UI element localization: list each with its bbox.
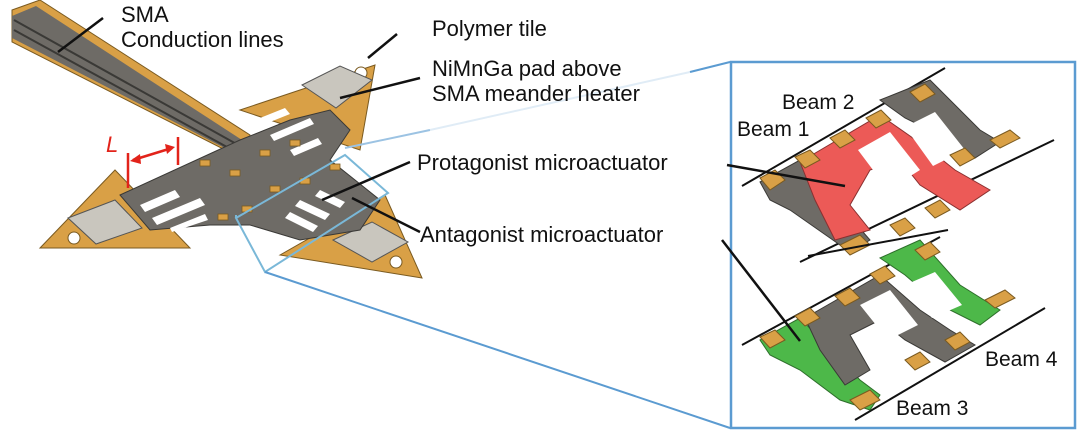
inset-antagonist-segment	[741, 229, 1046, 421]
leader-polymer-tile	[367, 33, 398, 59]
leader-inset-antagonist	[721, 239, 801, 342]
label-beam-2: Beam 2	[782, 91, 855, 114]
zoom-region-box	[234, 153, 390, 274]
label-antagonist-microactuator: Antagonist microactuator	[420, 222, 664, 247]
inset-panel	[721, 60, 1077, 430]
leader-antagonist	[351, 196, 421, 234]
label-sma: SMA	[121, 2, 169, 27]
label-protagonist-microactuator: Protagonist microactuator	[417, 150, 668, 175]
label-beam-3: Beam 3	[896, 397, 969, 420]
meander-beam-network	[119, 108, 381, 241]
leader-nimnga	[339, 76, 421, 100]
label-polymer-tile: Polymer tile	[432, 16, 547, 41]
label-beam-4: Beam 4	[985, 348, 1058, 371]
label-conduction-lines: Conduction lines	[121, 27, 284, 52]
leader-sma	[57, 17, 104, 53]
label-dimension-L: L	[106, 132, 119, 157]
inset-protagonist-segment	[741, 67, 1055, 263]
projection-lines	[264, 61, 731, 429]
inset-frame	[729, 60, 1077, 430]
nimnga-pad-left	[67, 199, 143, 245]
dimension-L-marker	[126, 137, 180, 188]
leader-lines	[57, 17, 421, 234]
label-nimnga-pad: NiMnGa pad above	[432, 56, 622, 81]
leader-protagonist	[321, 160, 411, 202]
label-beam-1: Beam 1	[737, 118, 810, 141]
label-sma-meander-heater: SMA meander heater	[432, 81, 640, 106]
leader-inset-protagonist	[726, 163, 846, 188]
nimnga-pad-top	[301, 65, 373, 109]
